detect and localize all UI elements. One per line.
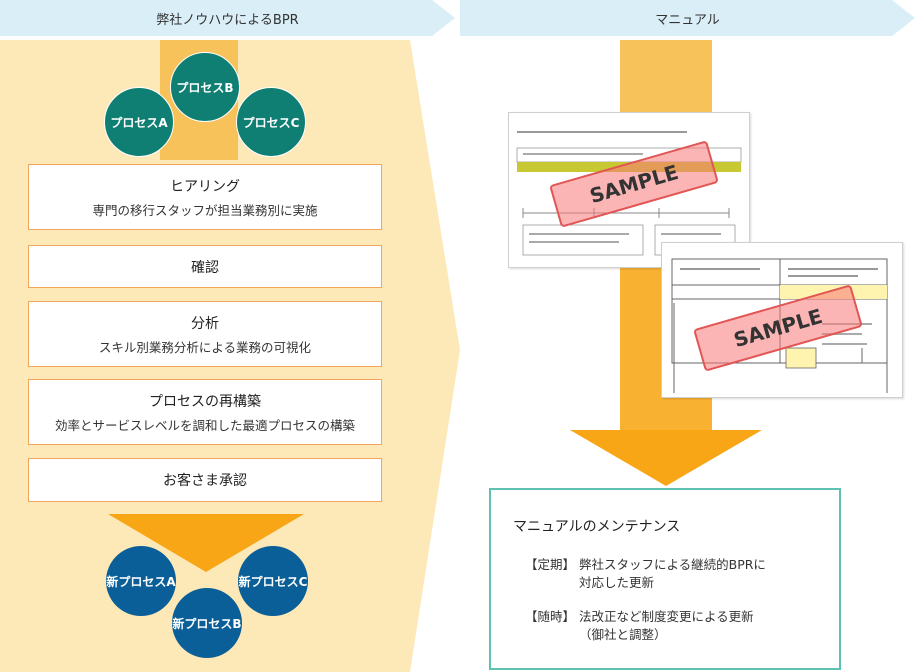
step-confirm: 確認 — [28, 245, 382, 288]
step-rebuild-subtitle: 効率とサービスレベルを調和した最適プロセスの構築 — [54, 417, 355, 433]
maintenance-box: マニュアルのメンテナンス 【定期】弊社スタッフによる継続的BPRに対応した更新 … — [489, 488, 841, 670]
step-analysis-title: 分析 — [191, 315, 219, 332]
step-analysis-subtitle: スキル別業務分析による業務の可視化 — [98, 339, 312, 355]
header-right-label: マニュアル — [655, 12, 720, 28]
step-hearing-title: ヒアリング — [170, 178, 240, 195]
header-right-chevron — [460, 0, 915, 36]
step-rebuild: プロセスの再構築 効率とサービスレベルを調和した最適プロセスの構築 — [28, 379, 382, 445]
process-c-circle: プロセスC — [236, 87, 306, 157]
left-down-arrow — [108, 514, 304, 572]
maintenance-item-regular-line-1: 弊社スタッフによる継続的BPRに — [579, 557, 766, 572]
step-rebuild-title: プロセスの再構築 — [149, 393, 261, 410]
step-approval-title: お客さま承認 — [163, 473, 247, 489]
maintenance-item-adhoc-key: 【随時】 — [525, 609, 576, 624]
step-approval: お客さま承認 — [28, 458, 382, 502]
header-right: マニュアル — [460, 0, 915, 36]
new-process-b-circle: 新プロセスB — [172, 588, 242, 658]
step-analysis: 分析 スキル別業務分析による業務の可視化 — [28, 301, 382, 367]
header-left-label: 弊社ノウハウによるBPR — [156, 12, 299, 28]
maintenance-item-regular-line-2: 対応した更新 — [579, 575, 655, 590]
maintenance-item-regular: 【定期】弊社スタッフによる継続的BPRに対応した更新 — [525, 556, 766, 592]
maintenance-title: マニュアルのメンテナンス — [513, 519, 681, 535]
new-process-c-circle: 新プロセスC — [238, 546, 308, 616]
maintenance-item-adhoc-line-1: 法改正など制度変更による更新 — [579, 609, 754, 624]
maintenance-item-regular-key: 【定期】 — [525, 557, 576, 572]
maintenance-item-adhoc: 【随時】法改正など制度変更による更新 （御社と調整） — [525, 608, 754, 644]
step-hearing-subtitle: 専門の移行スタッフが担当業務別に実施 — [92, 202, 318, 218]
process-b-circle: プロセスB — [170, 52, 240, 122]
new-process-a-circle: 新プロセスA — [106, 546, 176, 616]
header-left: 弊社ノウハウによるBPR — [0, 0, 455, 36]
step-hearing: ヒアリング 専門の移行スタッフが担当業務別に実施 — [28, 164, 382, 230]
step-confirm-title: 確認 — [191, 259, 219, 276]
process-a-circle: プロセスA — [104, 87, 174, 157]
maintenance-item-adhoc-line-2: （御社と調整） — [579, 627, 667, 642]
header-left-chevron — [0, 0, 455, 36]
